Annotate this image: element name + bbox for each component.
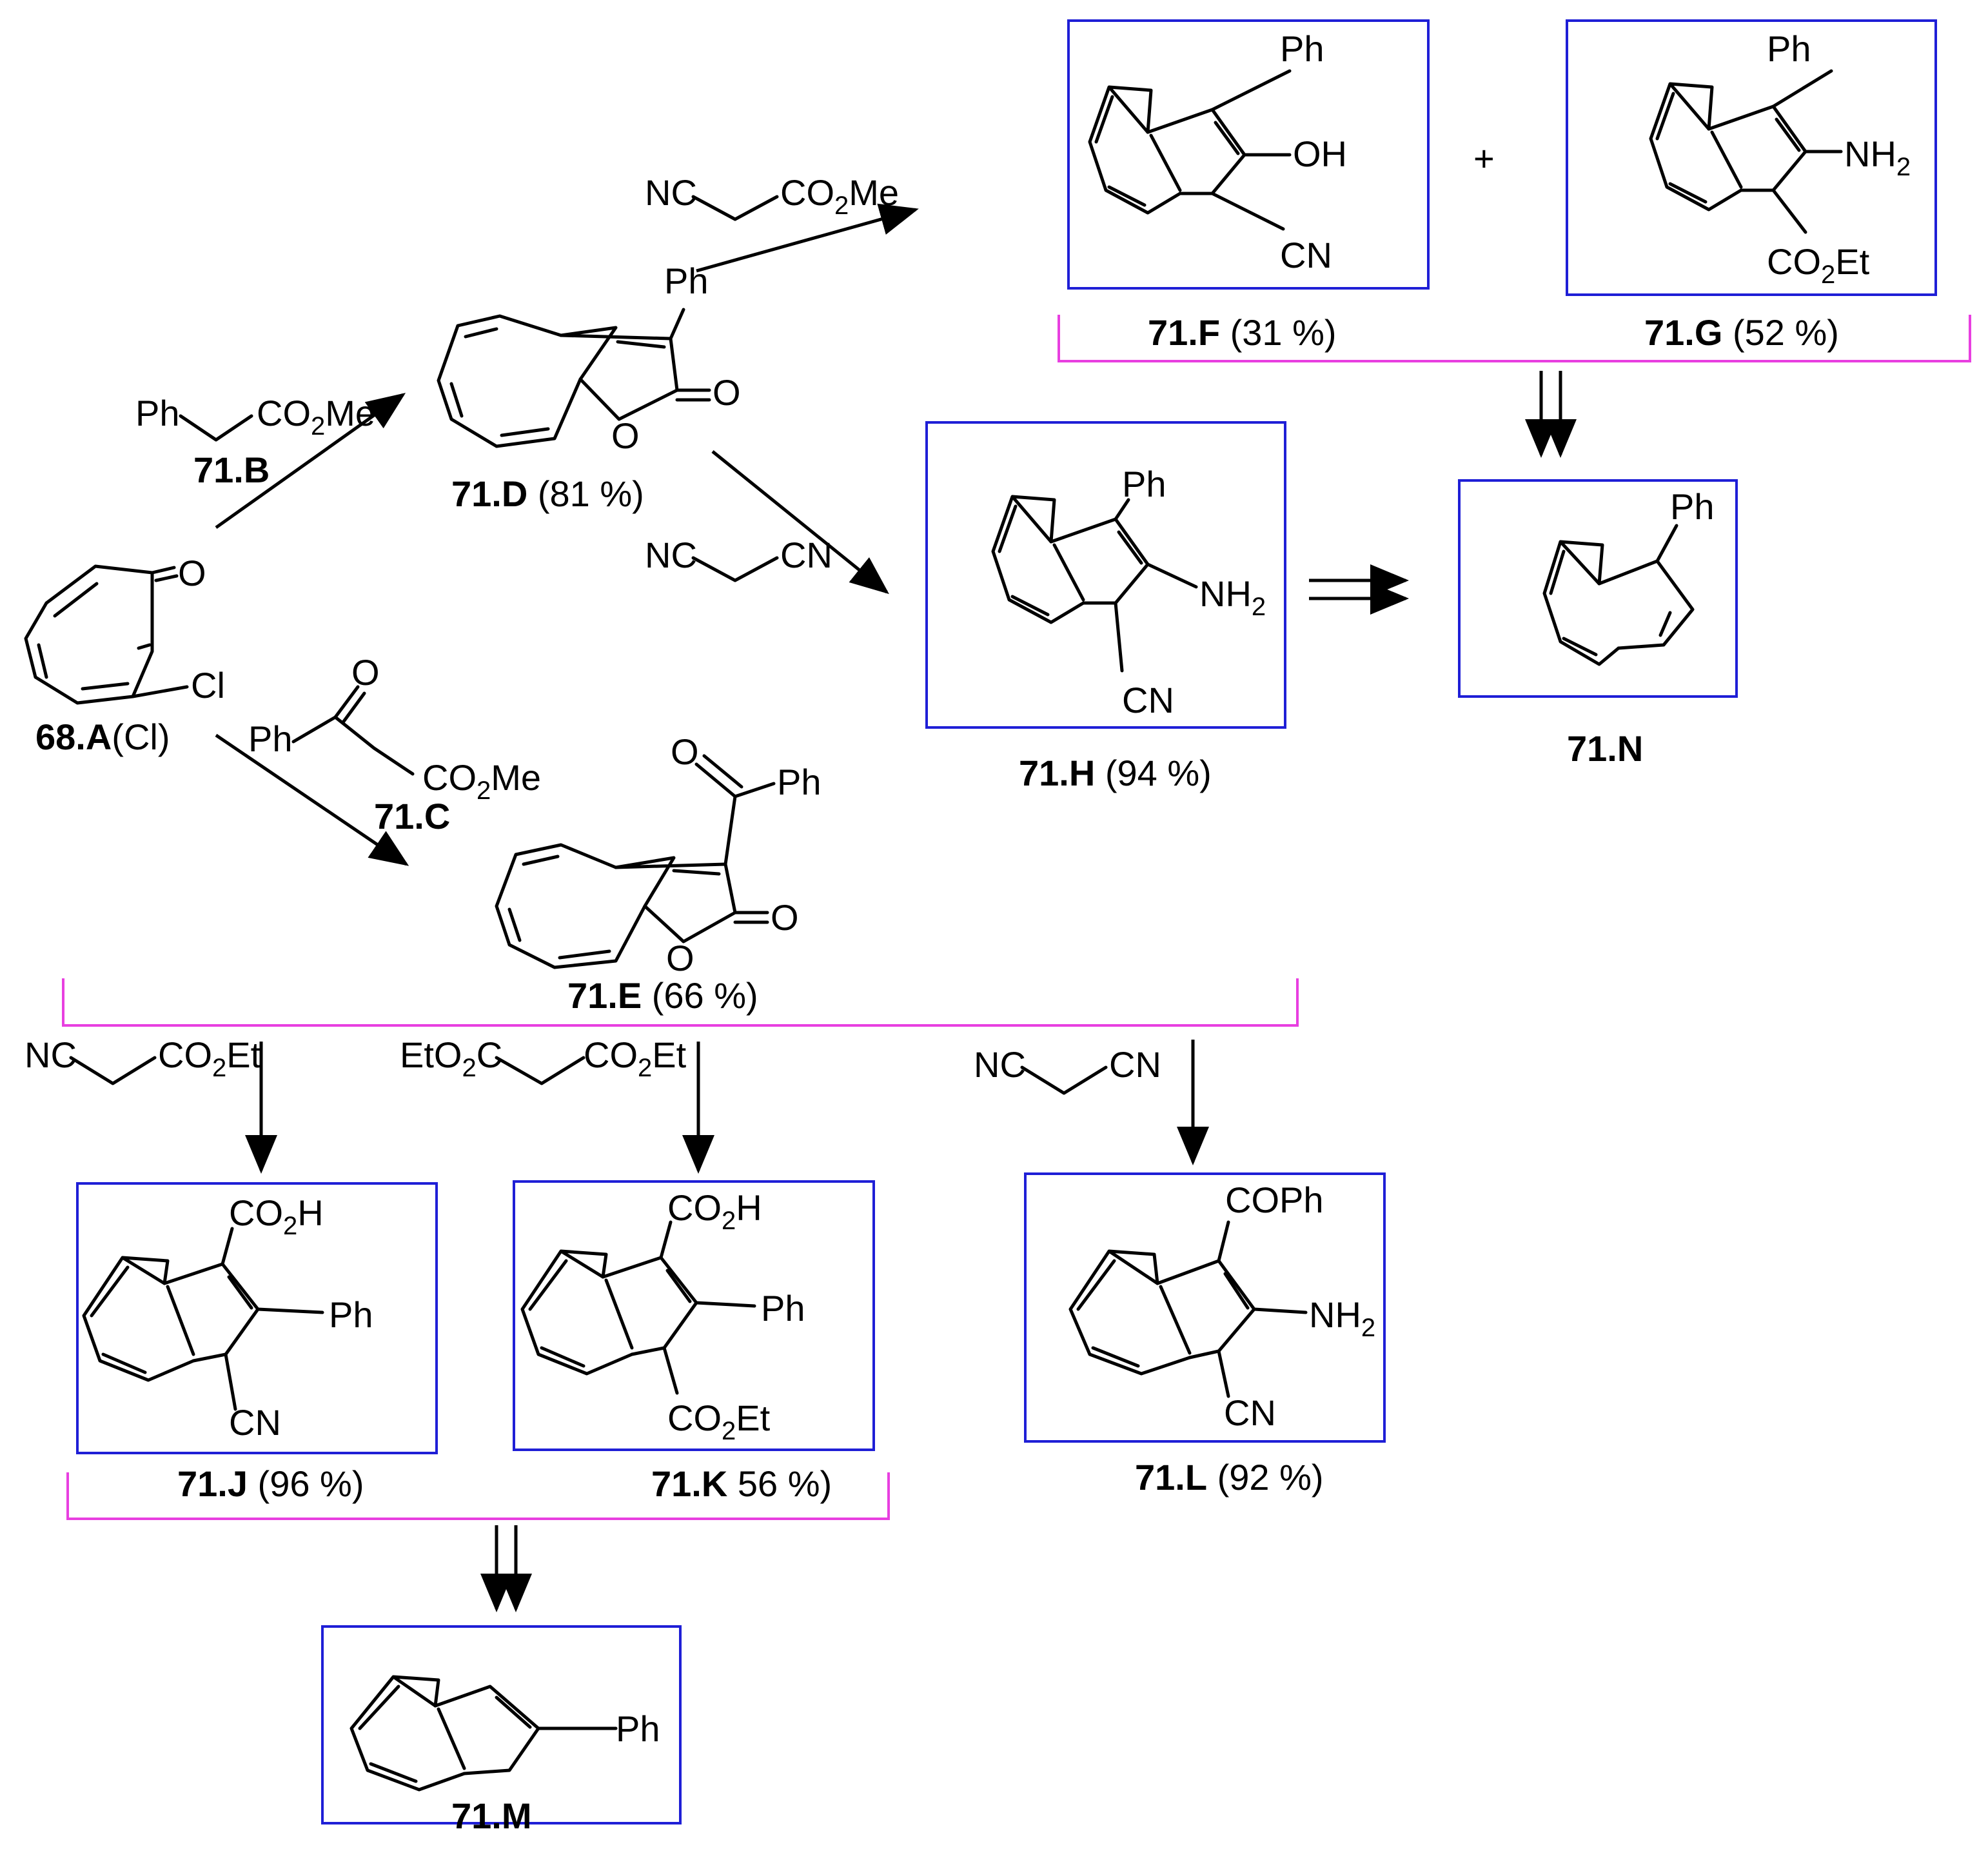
atom-label: CN [1224, 1392, 1276, 1433]
atom-label: Ph [664, 261, 709, 301]
compound-71M: Ph [349, 1675, 660, 1792]
atom-label: CO2Me [257, 393, 375, 440]
arrow-68A-to-71D [215, 393, 406, 529]
atom-label: EtO2C [400, 1034, 502, 1082]
compound-label-71C: 71.C [374, 796, 450, 836]
atom-label: O [671, 731, 699, 772]
product-box-71N [1458, 479, 1738, 698]
group-bracket-JK [66, 1472, 890, 1520]
atom-label: Ph [1122, 464, 1166, 504]
compound-71H: Ph NH2 CN [991, 464, 1266, 720]
atom-label: NH2 [1199, 573, 1266, 621]
compound-71E: O Ph O O [495, 731, 822, 978]
reagent-malononitrile-2: NC CN [974, 1044, 1161, 1095]
product-box-71J [76, 1182, 438, 1454]
atom-label: COPh [1225, 1180, 1324, 1220]
atom-label: O [771, 897, 799, 938]
compound-71L: COPh NH2 CN [1068, 1180, 1375, 1433]
atom-label: Ph [616, 1708, 660, 1749]
group-bracket-E [62, 978, 1299, 1027]
atom-label: Cl [191, 665, 225, 706]
compound-label-71G: 71.G (52 %) [1644, 312, 1839, 353]
product-box-71G [1566, 19, 1937, 296]
arrow-68A-to-71E [215, 733, 409, 866]
atom-label: CO2Et [1767, 241, 1870, 289]
product-box-71M [321, 1625, 682, 1824]
atom-label: Ph [1767, 28, 1811, 69]
compound-label-71M: 71.M [451, 1795, 532, 1836]
compound-label-68A: 68.A(Cl) [35, 717, 170, 757]
atom-label: NC [645, 535, 697, 575]
atom-label: CN [1280, 235, 1332, 275]
compound-label-71H: 71.H (94 %) [1019, 753, 1212, 793]
compound-71F: Ph OH CN [1088, 28, 1347, 275]
compound-label-71F: 71.F (31 %) [1148, 312, 1337, 353]
compound-71G: Ph NH2 CO2Et [1649, 28, 1911, 289]
atom-label: O [351, 652, 380, 693]
atom-label: CO2Et [584, 1034, 687, 1082]
compound-71D: Ph O O 71.D (81 %) [437, 261, 741, 514]
atom-label: CN [1109, 1044, 1161, 1085]
compound-71N: Ph [1542, 486, 1715, 666]
atom-label: NC [645, 172, 697, 213]
compound-label-71E: 71.E (66 %) [567, 975, 758, 1016]
arrow-71D-to-71FG [696, 203, 919, 273]
atom-label: CN [1122, 680, 1174, 720]
arrow-71D-to-71H [711, 450, 889, 595]
product-box-71K [513, 1180, 875, 1451]
plus-sign: + [1473, 138, 1495, 179]
atom-label: Ph [1280, 28, 1324, 69]
product-box-71L [1024, 1172, 1386, 1443]
product-box-71H [925, 421, 1286, 729]
atom-label: O [713, 372, 741, 413]
compound-label-71D: 71.D (81 %) [451, 473, 644, 514]
compound-label-71B: 71.B [193, 450, 270, 490]
atom-label: O [611, 415, 640, 456]
atom-label: CO2Et [667, 1398, 771, 1445]
compound-label-71N: 71.N [1567, 728, 1643, 769]
atom-label: Ph [777, 762, 822, 802]
atom-label: CO2H [667, 1187, 762, 1235]
atom-label: NH2 [1309, 1294, 1375, 1342]
reagent-71C: Ph O CO2Me 71.C [248, 652, 541, 836]
group-bracket-FG [1058, 315, 1971, 362]
atom-label: CO2Me [780, 172, 899, 220]
atom-label: Ph [761, 1288, 805, 1329]
atom-label: O [178, 553, 206, 593]
atom-label: Ph [135, 393, 180, 433]
double-arrow-FG-to-N [1525, 371, 1577, 458]
atom-label: Ph [248, 718, 293, 759]
compound-label-71L: 71.L (92 %) [1135, 1457, 1324, 1498]
compound-71K: CO2H Ph CO2Et [520, 1187, 805, 1445]
atom-label: CO2Me [422, 757, 541, 805]
atom-label: NC [25, 1034, 77, 1075]
atom-label: CO2Et [158, 1034, 261, 1082]
atom-label: NC [974, 1044, 1026, 1085]
atom-label: OH [1293, 133, 1347, 174]
compound-label-71J: 71.J (96 %) [177, 1463, 364, 1504]
reagent-diethyl-malonate: EtO2C CO2Et [400, 1034, 687, 1085]
atom-label: Ph [329, 1294, 373, 1335]
compound-68A: O Cl 68.A(Cl) [24, 553, 225, 757]
atom-label: O [666, 938, 694, 978]
reagent-ethyl-cyanoacetate: NC CO2Et [25, 1034, 261, 1085]
reagent-methyl-cyanoacetate: NC CO2Me [645, 172, 899, 221]
atom-label: Ph [1670, 486, 1715, 527]
compound-71J: CO2H Ph CN [82, 1192, 373, 1443]
atom-label: CO2H [229, 1192, 324, 1240]
atom-label: CN [229, 1402, 281, 1443]
reagent-malononitrile-1: NC CN [645, 535, 832, 582]
atom-label: NH2 [1844, 133, 1911, 181]
product-box-71F [1067, 19, 1430, 290]
double-arrow-H-to-N [1309, 564, 1409, 615]
double-arrow-JK-to-M [480, 1525, 532, 1612]
compound-label-71K: 71.K 56 %) [651, 1463, 832, 1504]
